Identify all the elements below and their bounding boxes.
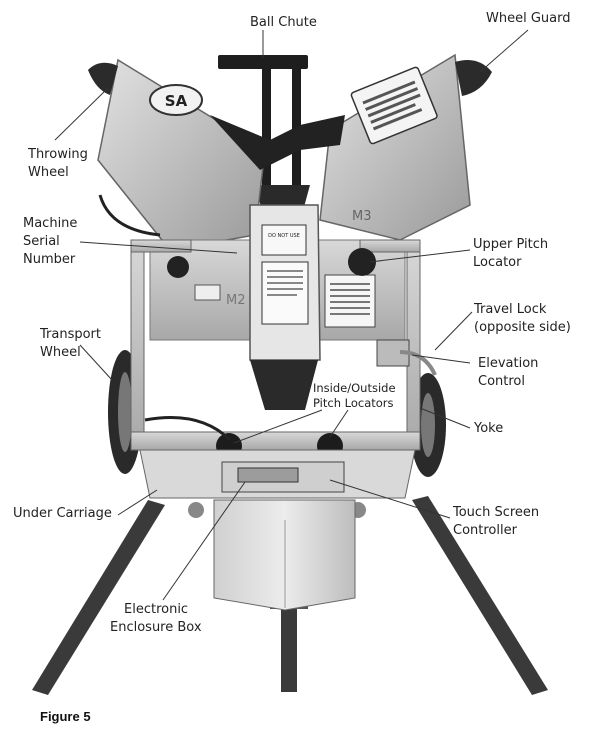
throwing-head-right: M3 xyxy=(300,53,492,241)
label-transport-1: Transport xyxy=(40,327,102,342)
label-upper-pitch-2: Locator xyxy=(473,255,522,270)
center-column: DO NOT USE xyxy=(249,204,321,410)
label-serial-1: Machine xyxy=(23,216,78,231)
head-mark-m3: M3 xyxy=(352,209,372,224)
label-serial-2: Serial xyxy=(23,234,60,249)
label-ball-chute: Ball Chute xyxy=(250,15,317,30)
label-yoke: Yoke xyxy=(474,421,504,436)
label-under-carriage: Under Carriage xyxy=(13,506,112,521)
label-travel-lock-1: Travel Lock xyxy=(474,302,547,317)
label-enclosure-2: Enclosure Box xyxy=(110,620,202,635)
yoke-frame xyxy=(130,239,421,451)
label-transport-2: Wheel xyxy=(40,345,81,360)
label-touch-1: Touch Screen xyxy=(453,505,540,520)
sticker-warning: DO NOT USE xyxy=(268,233,300,239)
label-wheel-guard: Wheel Guard xyxy=(486,11,571,26)
label-throwing-wheel-2: Wheel xyxy=(28,165,69,180)
label-elevation-2: Control xyxy=(478,374,525,389)
label-throwing-wheel-1: Throwing xyxy=(28,147,88,162)
leader-lines xyxy=(54,29,529,601)
logo-text: SA xyxy=(165,92,188,110)
label-elevation-1: Elevation xyxy=(478,356,539,371)
label-inout-1: Inside/Outside xyxy=(313,381,396,395)
figure-caption: Figure 5 xyxy=(40,709,91,724)
label-travel-lock-2: (opposite side) xyxy=(474,320,571,335)
label-enclosure-1: Electronic xyxy=(124,602,189,617)
label-touch-2: Controller xyxy=(453,523,517,538)
label-serial-3: Number xyxy=(23,252,76,267)
under-carriage xyxy=(139,449,416,518)
label-upper-pitch-1: Upper Pitch xyxy=(473,237,549,252)
throwing-head-left: SA xyxy=(88,58,300,251)
label-inout-2: Pitch Locators xyxy=(313,396,394,410)
center-mark-m2: M2 xyxy=(226,293,246,308)
enclosure-box xyxy=(213,499,356,611)
